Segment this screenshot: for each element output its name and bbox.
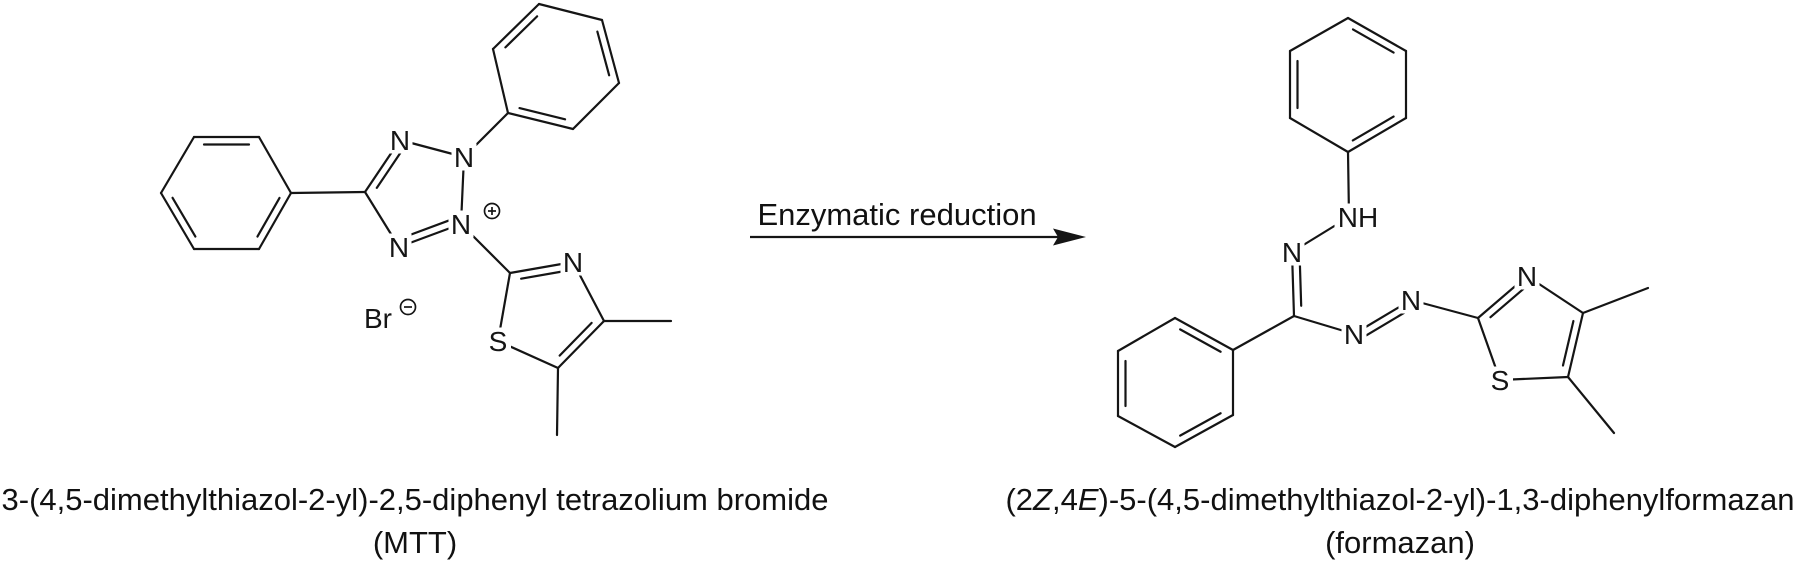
atom-label-N: N xyxy=(454,142,474,173)
bond xyxy=(506,111,575,131)
atom-label-N: N xyxy=(389,232,409,263)
atom-label-S: S xyxy=(1491,365,1510,396)
atom-label-mask xyxy=(387,126,413,154)
double-bond-line xyxy=(1179,412,1222,437)
formazan-caption-abbrev: (formazan) xyxy=(1325,525,1475,560)
atom-label-mask xyxy=(448,210,474,238)
double-bond-line xyxy=(1489,287,1526,319)
double-bond-line xyxy=(518,107,567,121)
double-bond-line xyxy=(504,15,539,49)
bond xyxy=(1116,414,1177,449)
double-bond-line xyxy=(520,270,566,280)
bond xyxy=(491,47,510,115)
atom-label-mask xyxy=(357,304,399,332)
bond xyxy=(1566,375,1616,435)
charge-plus-icon xyxy=(483,202,501,220)
atom-label-mask xyxy=(1334,203,1382,231)
atom-label-mask xyxy=(1514,262,1540,290)
double-bond-line xyxy=(256,196,281,238)
atom-label-N: N xyxy=(1282,237,1302,268)
bond xyxy=(1288,16,1350,53)
double-bond-line xyxy=(1561,319,1575,367)
atom-label-mask xyxy=(451,143,477,171)
atom-label-N: N xyxy=(1401,285,1421,316)
bond xyxy=(289,190,367,195)
bond xyxy=(1116,316,1177,353)
double-bond-line xyxy=(1351,115,1395,142)
caption-text-part: (2 xyxy=(1005,482,1034,517)
charge-circle xyxy=(399,298,417,316)
atom-label-NH: NH xyxy=(1338,202,1378,233)
atom-label-mask xyxy=(485,327,511,355)
atom-label-mask xyxy=(1398,286,1424,314)
bond xyxy=(1173,316,1235,352)
atom-label-Br: Br xyxy=(364,303,392,334)
bond xyxy=(555,366,560,437)
stereo-descriptor-italic: Z xyxy=(1033,482,1052,517)
atom-label-mask xyxy=(386,233,412,261)
bond xyxy=(571,81,621,131)
bond xyxy=(1231,314,1296,352)
bond xyxy=(1173,413,1235,449)
atom-label-mask xyxy=(1341,320,1367,348)
formazan-structure: NH N N N N S xyxy=(1116,16,1650,449)
bond xyxy=(556,319,606,370)
mtt-structure: N N N N N S Br xyxy=(159,2,673,437)
reaction-arrow xyxy=(750,228,1086,246)
double-bond-line xyxy=(1179,328,1222,353)
bond xyxy=(1346,116,1408,154)
charge-minus-icon xyxy=(399,298,417,316)
atom-label-mask xyxy=(1279,238,1305,266)
double-bond-line xyxy=(1365,310,1408,337)
double-bond-line xyxy=(171,196,197,238)
arrow-head xyxy=(1053,228,1086,246)
mtt-caption-abbrev: (MTT) xyxy=(372,525,458,560)
mtt-caption-name: 3-(4,5-dimethylthiazol-2-yl)-2,5-dipheny… xyxy=(2,484,829,515)
reaction-condition-label: Enzymatic reduction xyxy=(757,197,1037,232)
atom-label-N: N xyxy=(1517,261,1537,292)
bond xyxy=(600,18,621,85)
bond xyxy=(1288,116,1350,154)
double-bond-line xyxy=(558,321,593,357)
caption-text-part: 3-(4,5-dimethylthiazol-2-yl)-2,5-dipheny… xyxy=(1,482,829,517)
bond xyxy=(257,135,293,195)
bond xyxy=(159,135,196,195)
atom-label-S: S xyxy=(489,326,508,357)
caption-text-part: ,4 xyxy=(1051,482,1078,517)
bond xyxy=(1346,16,1408,53)
atom-label-mask xyxy=(560,248,586,276)
double-bond-line xyxy=(1351,28,1395,54)
bond xyxy=(491,2,541,51)
atom-label-N: N xyxy=(390,125,410,156)
double-bond-line xyxy=(596,30,611,77)
molecule-structures: N N N N N S Br NH N N N N S xyxy=(159,2,1650,449)
stereo-descriptor-italic: E xyxy=(1077,482,1099,517)
atom-label-N: N xyxy=(451,209,471,240)
formazan-caption-name: (2Z,4E)-5-(4,5-dimethylthiazol-2-yl)-1,3… xyxy=(1005,484,1794,515)
bond xyxy=(537,2,604,22)
double-bond-line xyxy=(375,151,402,189)
atom-label-N: N xyxy=(1344,319,1364,350)
double-bond-line xyxy=(1298,260,1303,307)
bond xyxy=(1566,311,1585,379)
atom-label-N: N xyxy=(563,247,583,278)
charge-circle xyxy=(483,202,501,220)
bond xyxy=(1581,286,1650,315)
caption-text-part: )-5-(4,5-dimethylthiazol-2-yl)-1,3-diphe… xyxy=(1098,482,1795,517)
double-bond-line xyxy=(404,219,451,238)
bond xyxy=(257,191,293,251)
bond xyxy=(159,191,196,251)
atom-label-mask xyxy=(1487,366,1513,394)
